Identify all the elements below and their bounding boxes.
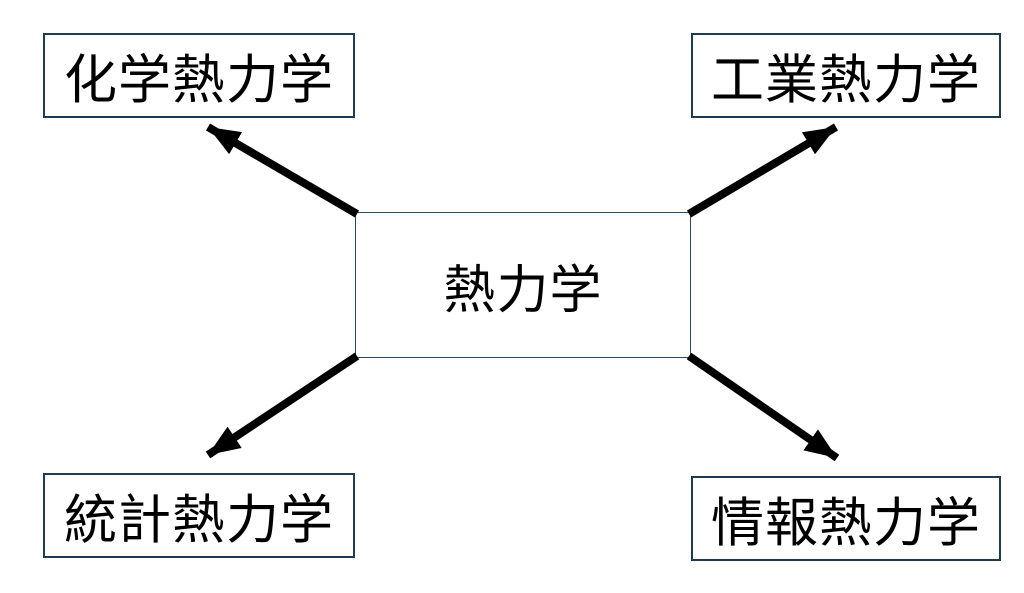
node-industrial-thermodynamics: 工業熱力学 [691,33,1001,118]
arrow-center-to-information [686,352,840,462]
arrow-center-to-statistical [205,352,360,459]
node-industrial-thermodynamics-label: 工業熱力学 [711,50,981,110]
node-information-thermodynamics: 情報熱力学 [691,476,1001,561]
node-chemical-thermodynamics-label: 化学熱力学 [64,50,334,110]
node-statistical-thermodynamics-label: 統計熱力学 [64,490,334,550]
node-center-thermodynamics-label: 熱力学 [443,261,603,320]
node-chemical-thermodynamics: 化学熱力学 [43,33,355,118]
node-information-thermodynamics-label: 情報熱力学 [711,493,981,553]
node-center-thermodynamics: 熱力学 [355,212,691,358]
node-statistical-thermodynamics: 統計熱力学 [43,473,355,558]
arrow-center-to-chemical [205,123,360,218]
arrow-center-to-industrial [686,123,839,218]
